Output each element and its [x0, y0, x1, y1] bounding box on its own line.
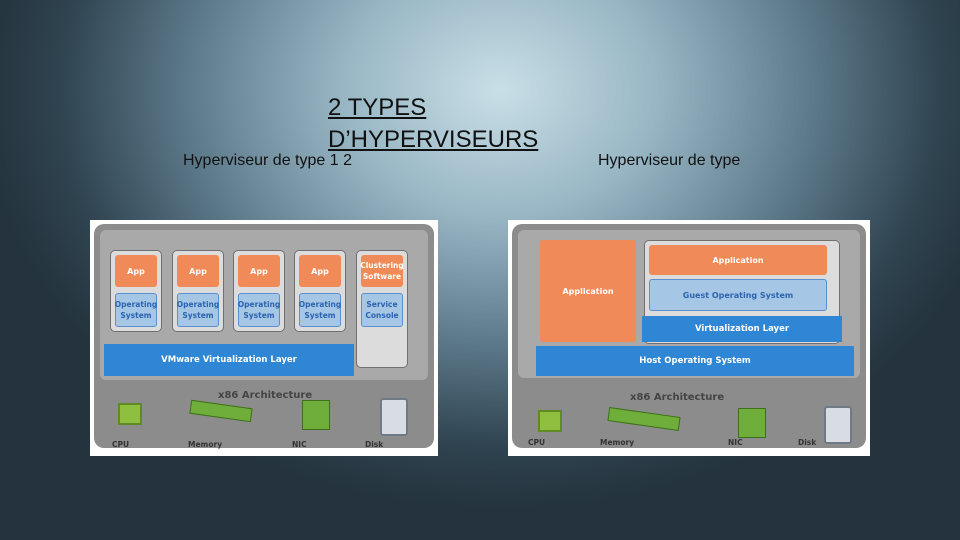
- hw-label-nic: NIC: [728, 438, 743, 447]
- cpu-icon: [118, 403, 142, 425]
- architecture-label: x86 Architecture: [630, 392, 724, 403]
- os-box: Operating System: [299, 293, 341, 327]
- app-box: App: [238, 255, 280, 287]
- guest-application-box: Application: [649, 245, 827, 275]
- type2-label: Hyperviseur de type: [598, 150, 740, 172]
- host-os-layer: Host Operating System: [536, 346, 854, 376]
- hw-label-cpu: CPU: [112, 440, 129, 449]
- virtualization-layer: Virtualization Layer: [642, 316, 842, 342]
- clustering-box: Clustering Software: [361, 255, 403, 287]
- type2-diagram: Application Application Guest Operating …: [508, 220, 870, 456]
- nic-icon: [302, 400, 330, 430]
- guest-os-box: Guest Operating System: [649, 279, 827, 311]
- nic-icon: [738, 408, 766, 438]
- architecture-label: x86 Architecture: [218, 390, 312, 401]
- hw-label-cpu: CPU: [528, 438, 545, 447]
- host-application-box: Application: [540, 240, 636, 342]
- app-box: App: [177, 255, 219, 287]
- hw-label-disk: Disk: [798, 438, 816, 447]
- hw-label-memory: Memory: [188, 440, 222, 449]
- os-box: Operating System: [177, 293, 219, 327]
- type1-diagram: App App App App Clustering Software Oper…: [90, 220, 438, 456]
- hw-label-memory: Memory: [600, 438, 634, 447]
- hw-label-nic: NIC: [292, 440, 307, 449]
- service-console-box: Service Console: [361, 293, 403, 327]
- disk-icon: [380, 398, 408, 436]
- cpu-icon: [538, 410, 562, 432]
- type1-label: Hyperviseur de type 1 2: [183, 150, 368, 172]
- os-box: Operating System: [238, 293, 280, 327]
- slide-title: 2 TYPES D’HYPERVISEURS: [328, 92, 588, 156]
- os-box: Operating System: [115, 293, 157, 327]
- app-box: App: [115, 255, 157, 287]
- disk-icon: [824, 406, 852, 444]
- hw-label-disk: Disk: [365, 440, 383, 449]
- app-box: App: [299, 255, 341, 287]
- virtualization-layer: VMware Virtualization Layer: [104, 344, 354, 376]
